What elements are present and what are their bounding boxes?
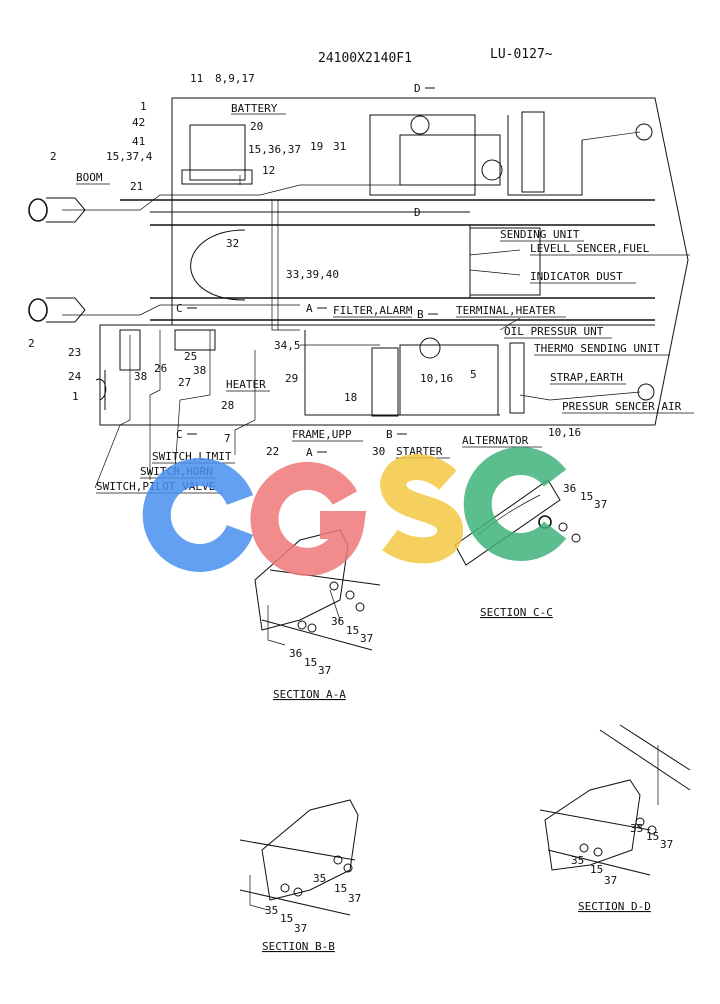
boom-end-upper — [28, 197, 86, 223]
label-battery: BATTERY — [231, 102, 278, 115]
label-thermo-sending-unit: THERMO SENDING UNIT — [534, 342, 660, 355]
svg-text:A: A — [306, 446, 313, 459]
connector-icon — [635, 123, 653, 141]
svg-text:30: 30 — [372, 445, 385, 458]
svg-text:15,37,4: 15,37,4 — [106, 150, 153, 163]
serial-range: LU-0127~ — [490, 47, 553, 62]
svg-text:15: 15 — [590, 863, 603, 876]
svg-text:D: D — [414, 206, 421, 219]
svg-text:37: 37 — [660, 838, 673, 851]
svg-text:15,36,37: 15,36,37 — [248, 143, 301, 156]
svg-text:33,39,40: 33,39,40 — [286, 268, 339, 281]
svg-text:32: 32 — [226, 237, 239, 250]
label-strap-earth: STRAP,EARTH — [550, 371, 623, 384]
svg-text:37: 37 — [360, 632, 373, 645]
svg-text:19: 19 — [310, 140, 323, 153]
section-b-b: 35 15 37 35 15 37 SECTION B-B — [239, 799, 361, 953]
label-level-sencer-fuel: LEVELL SENCER,FUEL — [530, 242, 650, 255]
svg-text:B: B — [386, 428, 393, 441]
svg-text:24: 24 — [68, 370, 82, 383]
label-indicator-dust: INDICATOR DUST — [530, 270, 623, 283]
upper-frame-outline — [95, 97, 689, 426]
label-boom: BOOM — [76, 171, 103, 184]
svg-text:1: 1 — [72, 390, 79, 403]
label-heater: HEATER — [226, 378, 266, 391]
svg-text:15: 15 — [580, 490, 593, 503]
svg-text:37: 37 — [594, 498, 607, 511]
section-d-d-title: SECTION D-D — [578, 900, 651, 913]
svg-text:D: D — [414, 82, 421, 95]
section-a-a-title: SECTION A-A — [273, 688, 346, 701]
svg-text:42: 42 — [132, 116, 145, 129]
section-c-c-title: SECTION C-C — [480, 606, 553, 619]
svg-text:37: 37 — [318, 664, 331, 677]
svg-text:34,5: 34,5 — [274, 339, 301, 352]
svg-text:20: 20 — [250, 120, 263, 133]
label-alternator: ALTERNATOR — [462, 434, 529, 447]
svg-text:10,16: 10,16 — [420, 372, 453, 385]
svg-text:27: 27 — [178, 376, 191, 389]
boom-end-lower — [28, 297, 86, 323]
svg-text:28: 28 — [221, 399, 234, 412]
label-sending-unit: SENDING UNIT — [500, 228, 580, 241]
svg-text:36: 36 — [563, 482, 576, 495]
svg-text:26: 26 — [154, 362, 167, 375]
svg-text:2: 2 — [28, 337, 35, 350]
svg-text:15: 15 — [280, 912, 293, 925]
label-frame-upp: FRAME,UPP — [292, 428, 352, 441]
svg-text:21: 21 — [130, 180, 143, 193]
svg-text:37: 37 — [294, 922, 307, 935]
callout-numbers: 11 8,9,17 1 42 41 15,37,4 20 15,36,37 19… — [28, 72, 581, 458]
svg-text:11: 11 — [190, 72, 203, 85]
section-markers: D D C A B C A B — [176, 82, 438, 459]
svg-text:35: 35 — [265, 904, 278, 917]
svg-text:B: B — [417, 308, 424, 321]
svg-text:36: 36 — [331, 615, 344, 628]
section-b-b-title: SECTION B-B — [262, 940, 335, 953]
svg-text:38: 38 — [134, 370, 147, 383]
svg-text:15: 15 — [346, 624, 359, 637]
label-starter: STARTER — [396, 445, 443, 458]
section-a-a: 36 15 37 36 15 37 SECTION A-A — [254, 529, 381, 701]
svg-text:35: 35 — [313, 872, 326, 885]
svg-text:35: 35 — [630, 822, 643, 835]
svg-text:15: 15 — [334, 882, 347, 895]
svg-text:22: 22 — [266, 445, 279, 458]
label-filter-alarm: FILTER,ALARM — [333, 304, 413, 317]
svg-text:C: C — [176, 428, 183, 441]
svg-text:37: 37 — [348, 892, 361, 905]
svg-text:2: 2 — [50, 150, 57, 163]
svg-text:12: 12 — [262, 164, 275, 177]
svg-text:8,9,17: 8,9,17 — [215, 72, 255, 85]
label-oil-pressur-unt: OIL PRESSUR UNT — [504, 325, 604, 338]
svg-text:25: 25 — [184, 350, 197, 363]
label-terminal-heater: TERMINAL,HEATER — [456, 304, 556, 317]
svg-text:15: 15 — [304, 656, 317, 669]
svg-text:10,16: 10,16 — [548, 426, 581, 439]
svg-text:A: A — [306, 302, 313, 315]
svg-text:C: C — [176, 302, 183, 315]
part-code: 24100X2140F1 — [318, 51, 412, 66]
svg-text:5: 5 — [470, 368, 477, 381]
svg-text:37: 37 — [604, 874, 617, 887]
svg-text:35: 35 — [571, 854, 584, 867]
svg-text:31: 31 — [333, 140, 346, 153]
svg-text:41: 41 — [132, 135, 145, 148]
svg-text:36: 36 — [289, 647, 302, 660]
svg-text:18: 18 — [344, 391, 357, 404]
wiring-harness — [62, 131, 641, 489]
label-pressur-sencer-air: PRESSUR SENCER,AIR — [562, 400, 682, 413]
cgsc-watermark — [142, 447, 567, 576]
svg-text:7: 7 — [224, 432, 231, 445]
svg-text:29: 29 — [285, 372, 298, 385]
svg-text:23: 23 — [68, 346, 81, 359]
section-d-d: 35 15 37 35 15 37 SECTION D-D — [539, 724, 691, 913]
svg-text:38: 38 — [193, 364, 206, 377]
connector-icon — [637, 383, 655, 401]
svg-text:15: 15 — [646, 830, 659, 843]
svg-text:1: 1 — [140, 100, 147, 113]
